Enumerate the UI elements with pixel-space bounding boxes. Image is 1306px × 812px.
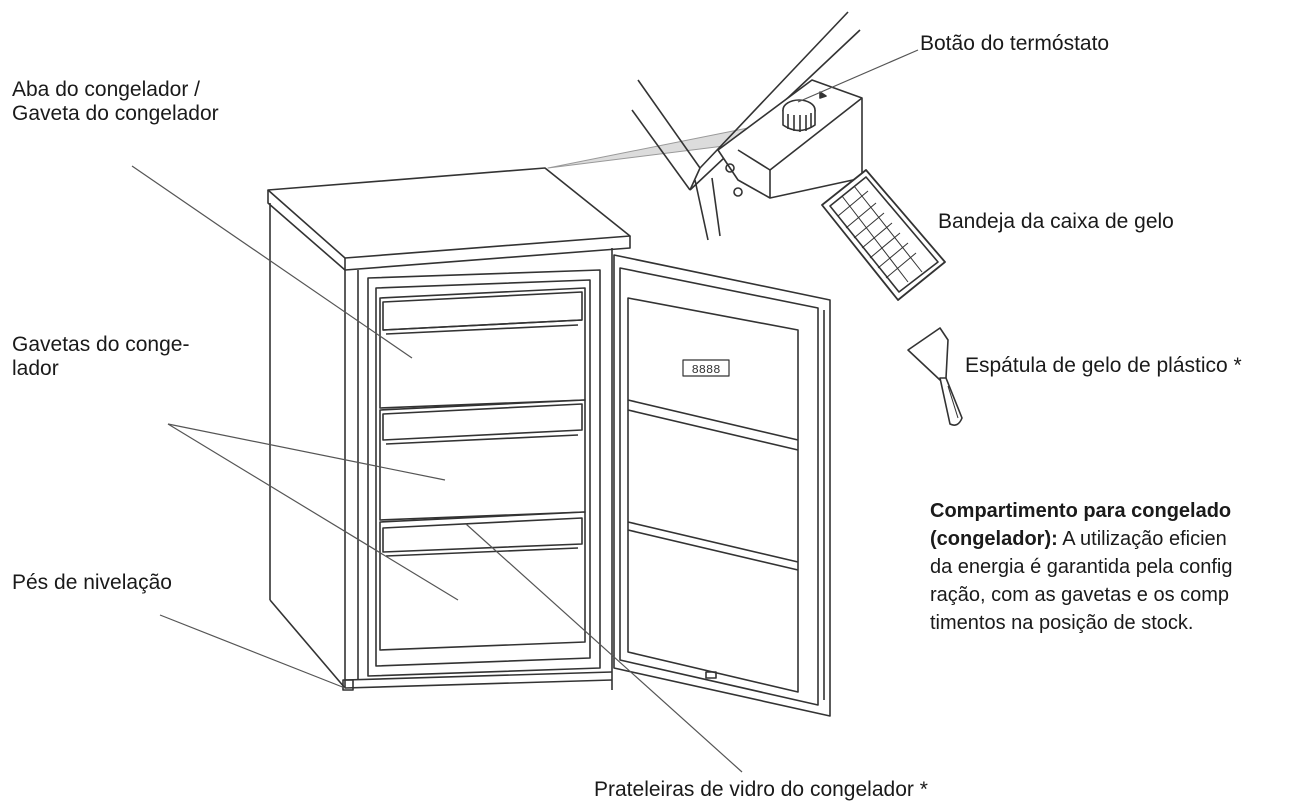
note-line2-rest: A utilização eficien	[1057, 528, 1227, 550]
note-line2-bold: (congelador):	[930, 528, 1058, 550]
leader-lines	[131, 49, 919, 773]
label-freezer-flap: Aba do congelador / Gaveta do congelador	[12, 78, 219, 126]
label-freezer-flap-line2: Gaveta do congelador	[12, 102, 219, 125]
drawer-bottom	[379, 511, 586, 651]
leveling-foot	[342, 679, 354, 691]
note-line3: da energia é garantida pela config	[930, 556, 1233, 578]
drawer-middle	[379, 399, 586, 521]
freezer-door	[613, 254, 831, 717]
label-thermostat-knob: Botão do termóstato	[920, 32, 1110, 55]
note-line5: timentos na posição de stock.	[930, 612, 1194, 634]
label-freezer-drawers-line2: lador	[12, 357, 59, 380]
thermostat-inset	[547, 11, 863, 241]
freezer-top	[267, 167, 631, 271]
freezer-compartment-note: Compartimento para congelado (congelador…	[930, 497, 1306, 647]
note-line1: Compartimento para congelado	[930, 500, 1232, 522]
door-display-readout: 8888	[692, 363, 721, 377]
drawer-top	[379, 287, 586, 409]
label-ice-scraper: Espátula de gelo de plástico *	[965, 354, 1242, 377]
label-freezer-flap-line1: Aba do congelador /	[12, 78, 200, 101]
label-glass-shelves: Prateleiras de vidro do congelador *	[594, 778, 928, 801]
ice-tray	[821, 169, 946, 301]
note-line4: ração, com as gavetas e os comp	[930, 584, 1230, 606]
ice-scraper	[907, 327, 963, 426]
label-freezer-drawers-line1: Gavetas do conge-	[12, 333, 190, 356]
label-ice-tray: Bandeja da caixa de gelo	[938, 210, 1174, 233]
note-line2: (congelador): A utilização eficien	[930, 525, 1306, 553]
label-leveling-feet: Pés de nivelação	[12, 571, 172, 594]
label-freezer-drawers: Gavetas do conge- lador	[12, 333, 189, 381]
